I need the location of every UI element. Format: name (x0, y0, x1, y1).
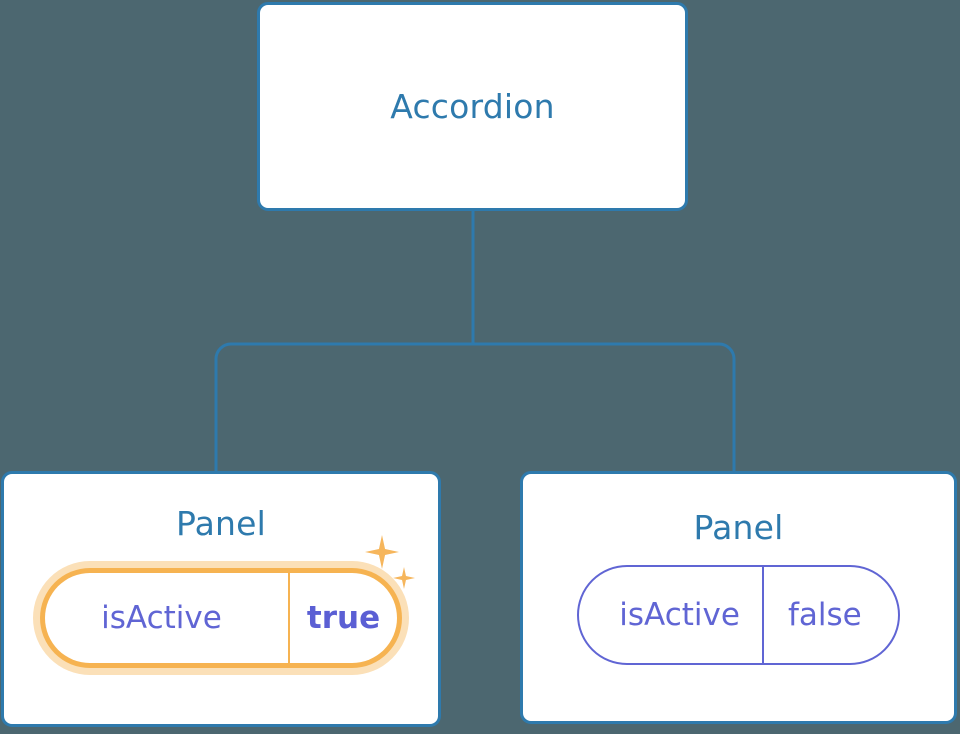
node-panel-right[interactable]: Panel isActive false (520, 471, 957, 724)
property-value-label: false (761, 567, 898, 663)
property-pill-isactive-false[interactable]: isActive false (577, 565, 900, 665)
property-pill-highlighted-wrap: isActive true (33, 535, 415, 675)
node-panel-right-title: Panel (693, 508, 784, 547)
node-panel-left-title: Panel (175, 504, 267, 543)
pill-face: isActive true (45, 573, 397, 663)
node-accordion[interactable]: Accordion (257, 2, 688, 211)
property-key-label: isActive (619, 596, 740, 633)
node-panel-left[interactable]: Panel isActive true (1, 471, 441, 727)
edge-branch-to-panel-right (473, 342, 736, 471)
property-value-label: true (288, 573, 397, 663)
property-pill-isactive-true[interactable]: isActive true (33, 561, 409, 675)
node-accordion-title: Accordion (390, 87, 555, 126)
property-key-label: isActive (101, 599, 222, 636)
edge-branch-to-panel-left (214, 342, 473, 471)
property-pill-default-wrap: isActive false (577, 565, 900, 665)
